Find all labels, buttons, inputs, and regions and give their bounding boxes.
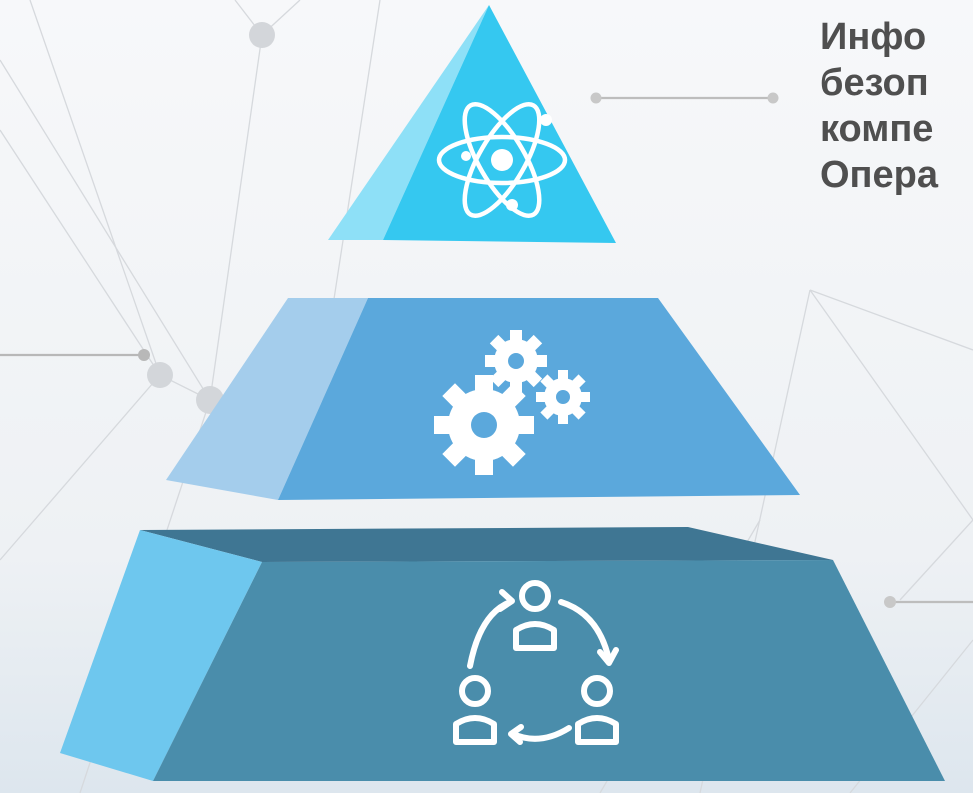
caption-line: безоп (820, 62, 929, 104)
bottom-tier-side-face (60, 530, 262, 781)
top-tier-connector (590, 92, 779, 104)
caption-line: Опера (820, 154, 938, 196)
bottom-tier-front-face (153, 560, 945, 781)
middle-tier-side-face (166, 298, 368, 500)
caption-line: Инфо (820, 16, 927, 58)
pyramid-tier-bottom (60, 527, 945, 781)
pyramid-tier-top (328, 5, 616, 243)
top-tier-caption: Инфо безоп компе Опера (820, 14, 973, 198)
bottom-tier-connector (884, 596, 973, 608)
gears-icon (434, 330, 590, 475)
top-tier-side-face (328, 5, 489, 240)
bottom-tier-top-face (140, 527, 833, 562)
caption-line: компе (820, 108, 934, 150)
pyramid-tier-middle (166, 298, 800, 500)
left-connector (0, 349, 150, 361)
team-cycle-icon (453, 580, 619, 745)
